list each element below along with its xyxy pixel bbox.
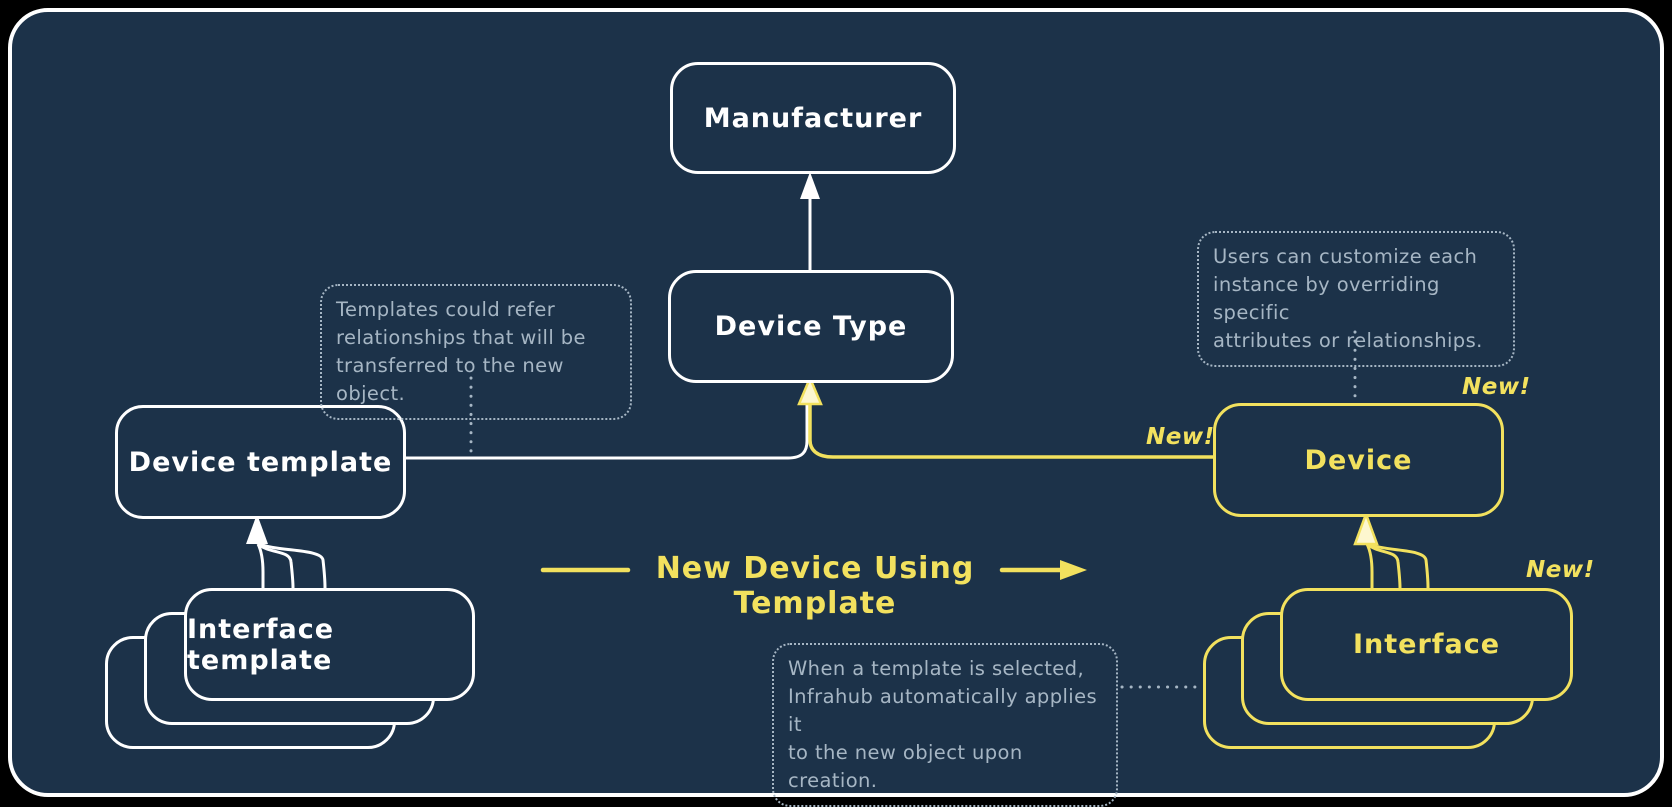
node-device-template: Device template xyxy=(115,405,406,519)
node-device-template-label: Device template xyxy=(128,446,393,478)
badge-device-new: New! xyxy=(1462,374,1531,400)
annotation-users-customize: Users can customize each instance by ove… xyxy=(1197,231,1515,367)
node-device-type-label: Device Type xyxy=(714,311,908,342)
node-manufacturer-label: Manufacturer xyxy=(703,102,923,134)
flow-label: New Device Using Template xyxy=(655,551,975,621)
badge-device-link-new: New! xyxy=(1146,424,1215,450)
annotation-templates-refer: Templates could refer relationships that… xyxy=(320,284,632,420)
badge-interface-new: New! xyxy=(1526,557,1595,583)
node-device-type: Device Type xyxy=(668,270,954,383)
node-device: Device xyxy=(1213,403,1504,517)
node-device-label: Device xyxy=(1304,444,1413,476)
node-manufacturer: Manufacturer xyxy=(670,62,956,174)
annotation-template-applied: When a template is selected, Infrahub au… xyxy=(772,643,1118,807)
